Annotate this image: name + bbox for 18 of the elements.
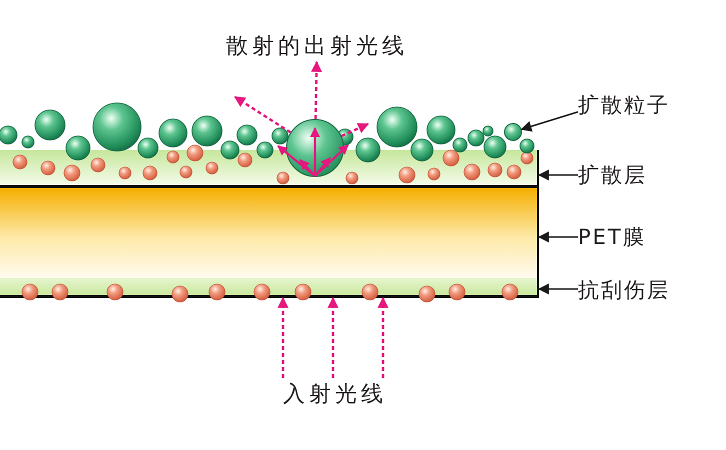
- label-text: 抗刮伤层: [578, 275, 718, 305]
- pointer-arrow: [538, 284, 578, 294]
- label-text: 扩散粒子: [578, 90, 713, 120]
- label-text: PET膜: [578, 222, 698, 252]
- light-ray-arrow: [311, 60, 322, 120]
- light-ray-arrow: [278, 296, 288, 378]
- label-text: 入射光线: [262, 378, 408, 410]
- light-ray-arrow: [340, 122, 369, 138]
- film-layer: [0, 185, 539, 281]
- diffusion-particle: [504, 123, 522, 141]
- light-ray-arrow: [378, 296, 388, 378]
- pointer-arrow: [538, 232, 578, 242]
- light-ray-arrow: [328, 296, 338, 378]
- pointer-arrow: [520, 111, 578, 132]
- light-ray-arrow: [234, 96, 292, 134]
- label-text: 散射的出射光线: [205, 30, 429, 62]
- label-text: 扩散层: [578, 160, 698, 190]
- pointer-arrow: [538, 170, 578, 180]
